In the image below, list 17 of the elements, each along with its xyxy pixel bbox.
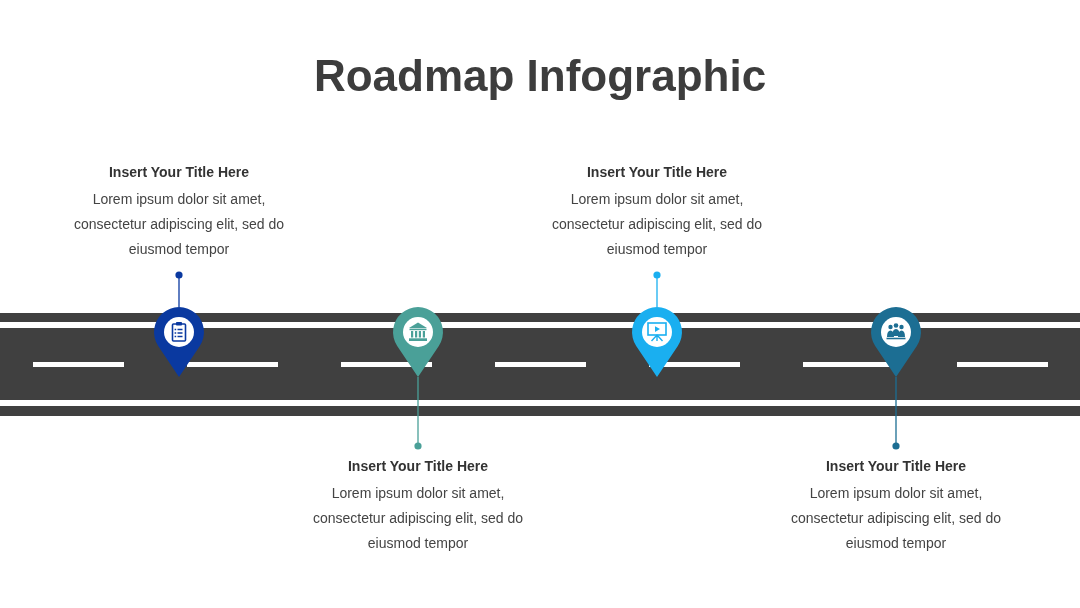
callout-title: Insert Your Title Here bbox=[108, 163, 250, 182]
callout-text: Lorem ipsum dolor sit amet, consectetur adipiscing elit, sed do eiusmod tempor bbox=[789, 484, 1003, 553]
map-pin bbox=[393, 307, 443, 377]
map-pin bbox=[871, 307, 921, 377]
callout-title: Insert Your Title Here bbox=[825, 457, 967, 476]
callout-text: Lorem ipsum dolor sit amet, consectetur adipiscing elit, sed do eiusmod tempor bbox=[311, 484, 525, 553]
leader-line bbox=[414, 376, 422, 450]
leader-line bbox=[892, 376, 900, 450]
callout-title: Insert Your Title Here bbox=[586, 163, 728, 182]
callout-title: Insert Your Title Here bbox=[347, 457, 489, 476]
leader-line bbox=[653, 271, 661, 308]
map-pin bbox=[632, 307, 682, 377]
map-pin bbox=[154, 307, 204, 377]
callout-text: Lorem ipsum dolor sit amet, consectetur adipiscing elit, sed do eiusmod tempor bbox=[550, 190, 764, 259]
page-title: Roadmap Infographic bbox=[313, 50, 767, 102]
callout-text: Lorem ipsum dolor sit amet, consectetur adipiscing elit, sed do eiusmod tempor bbox=[72, 190, 286, 259]
leader-line bbox=[175, 271, 183, 308]
